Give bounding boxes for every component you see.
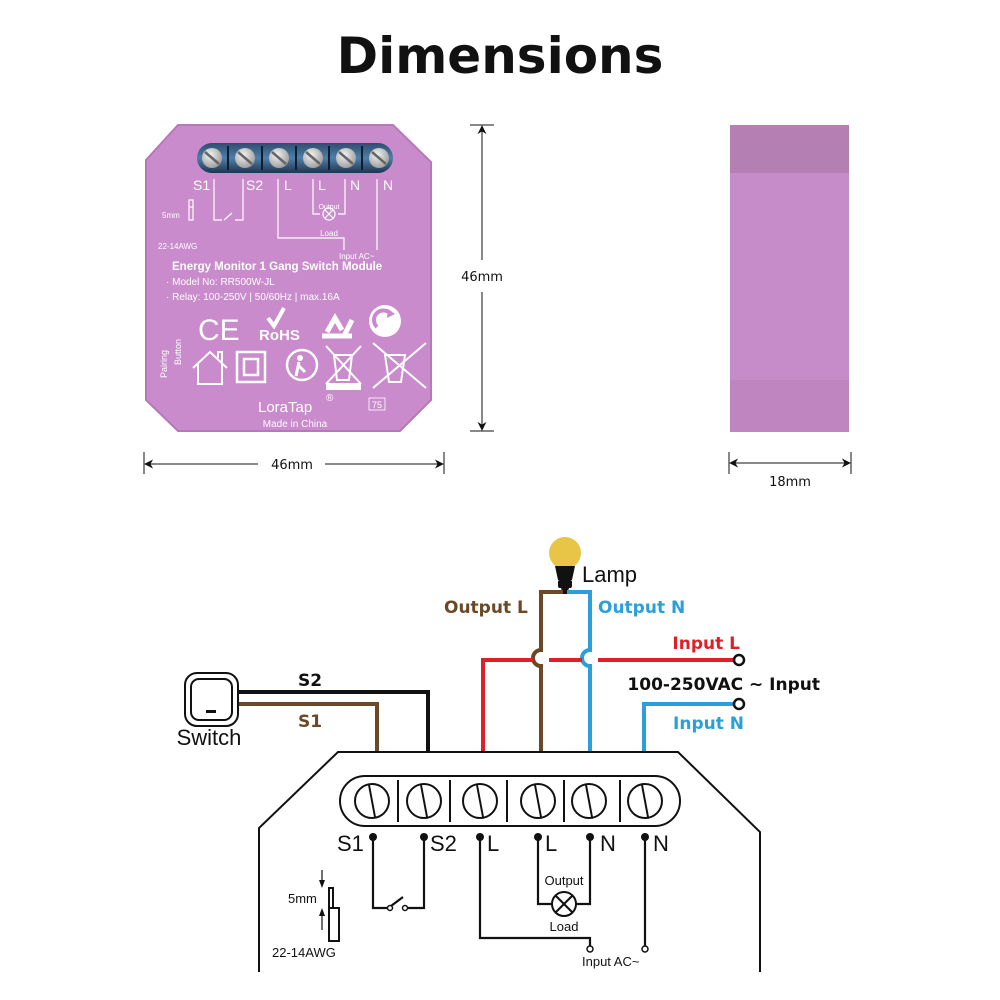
wire-s1	[238, 702, 379, 752]
module-strip-length: 5mm	[162, 211, 180, 220]
arrow-down-icon	[319, 880, 325, 888]
input-voltage-label: 100-250VAC ~ Input	[627, 675, 820, 695]
weee-bin-icon	[325, 345, 362, 390]
pairing-button-label-2: Button	[173, 339, 183, 365]
lamp-icon	[549, 537, 581, 594]
indoor-use-icon	[192, 350, 228, 385]
module-schematic	[188, 179, 378, 250]
terminal-block-schematic	[339, 775, 681, 827]
brand-registered-mark: ®	[326, 393, 334, 404]
svg-text:Pairing: Pairing	[159, 350, 169, 378]
wire-input-l	[481, 658, 734, 752]
height-dimension: 46mm	[461, 124, 503, 432]
input-ac-terminal	[641, 945, 649, 953]
module-input-label: Input AC~	[339, 252, 375, 261]
output-n-label: Output N	[598, 598, 685, 618]
wire-output-l	[531, 590, 563, 752]
pairing-button-label: Pairing	[159, 350, 169, 378]
module-terminal-label: S1	[193, 177, 210, 193]
depth-label: 18mm	[769, 475, 811, 490]
module-terminal-label: S2	[246, 177, 263, 193]
module-terminal-label: L	[318, 177, 326, 193]
width-label: 46mm	[271, 458, 313, 473]
terminal-label: S1	[337, 831, 364, 856]
strip-length-label: 5mm	[288, 891, 317, 906]
input-l-terminal	[732, 653, 746, 667]
wires	[238, 590, 734, 752]
temp-rating-box	[368, 397, 386, 411]
tidy-man-icon	[285, 348, 319, 382]
module-front-view: S1 S2 L L N N 5mm 22-14AWG Output Load I…	[145, 124, 432, 432]
svg-text:RoHS: RoHS	[259, 327, 300, 344]
load-lamp-symbol	[551, 891, 577, 917]
module-load-bottom: Load	[320, 229, 338, 238]
terminal-label: N	[600, 831, 616, 856]
wire-s1-label: S1	[298, 712, 322, 732]
double-insulation-icon	[235, 350, 267, 384]
arrow-up-icon	[319, 908, 325, 916]
input-n-terminal	[732, 697, 746, 711]
product-name: Energy Monitor 1 Gang Switch Module	[172, 261, 382, 273]
terminal-dots	[369, 833, 649, 841]
module-side-view	[730, 125, 849, 432]
module-outline	[258, 751, 761, 972]
wall-switch-icon	[184, 672, 239, 727]
input-ac-terminal	[586, 945, 594, 953]
wire-input-n	[642, 702, 734, 752]
module-load-top: Output	[318, 204, 339, 211]
terminal-label: N	[653, 831, 669, 856]
internal-schematic	[371, 837, 647, 946]
width-dimension: 46mm	[143, 452, 445, 474]
load-top-label: Output	[544, 873, 583, 888]
switch-contact	[386, 904, 394, 912]
model-number: · Model No: RR500W-JL	[166, 277, 275, 288]
module-terminal-label: N	[350, 177, 360, 193]
weee-bin-icon-2	[372, 342, 427, 389]
svg-text:Button: Button	[173, 339, 183, 365]
green-dot-icon	[369, 305, 401, 337]
load-bottom-label: Load	[550, 919, 579, 934]
brand-name: LoraTap	[258, 399, 312, 416]
terminal-label: L	[487, 831, 499, 856]
wire-s2	[238, 690, 430, 752]
input-ac-label: Input AC~	[582, 954, 640, 969]
terminal-screws	[202, 146, 389, 170]
lamp-label: Lamp	[582, 562, 637, 587]
module-terminal-label: L	[284, 177, 292, 193]
output-l-label: Output L	[444, 598, 528, 618]
input-n-label: Input N	[673, 714, 744, 734]
module-wire-gauge: 22-14AWG	[158, 242, 197, 251]
temp-rating: 75	[372, 400, 382, 410]
terminal-label: L	[545, 831, 557, 856]
wire-s2-label: S2	[298, 671, 322, 691]
ce-mark-icon: CE	[198, 314, 240, 347]
wire-output-n	[567, 590, 592, 752]
switch-contact	[401, 904, 409, 912]
height-label: 46mm	[461, 270, 503, 285]
terminal-label: S2	[430, 831, 457, 856]
module-terminal-label: N	[383, 177, 393, 193]
made-in: Made in China	[263, 419, 328, 430]
relay-rating: · Relay: 100-250V | 50/60Hz | max.16A	[166, 292, 340, 303]
page-title: Dimensions	[337, 27, 664, 85]
wire-gauge-label: 22-14AWG	[272, 945, 336, 960]
switch-label: Switch	[177, 725, 242, 750]
input-l-label: Input L	[672, 634, 740, 654]
depth-dimension: 18mm	[728, 452, 852, 490]
recycle-icon	[322, 313, 355, 339]
rohs-icon: RoHS	[259, 307, 300, 344]
